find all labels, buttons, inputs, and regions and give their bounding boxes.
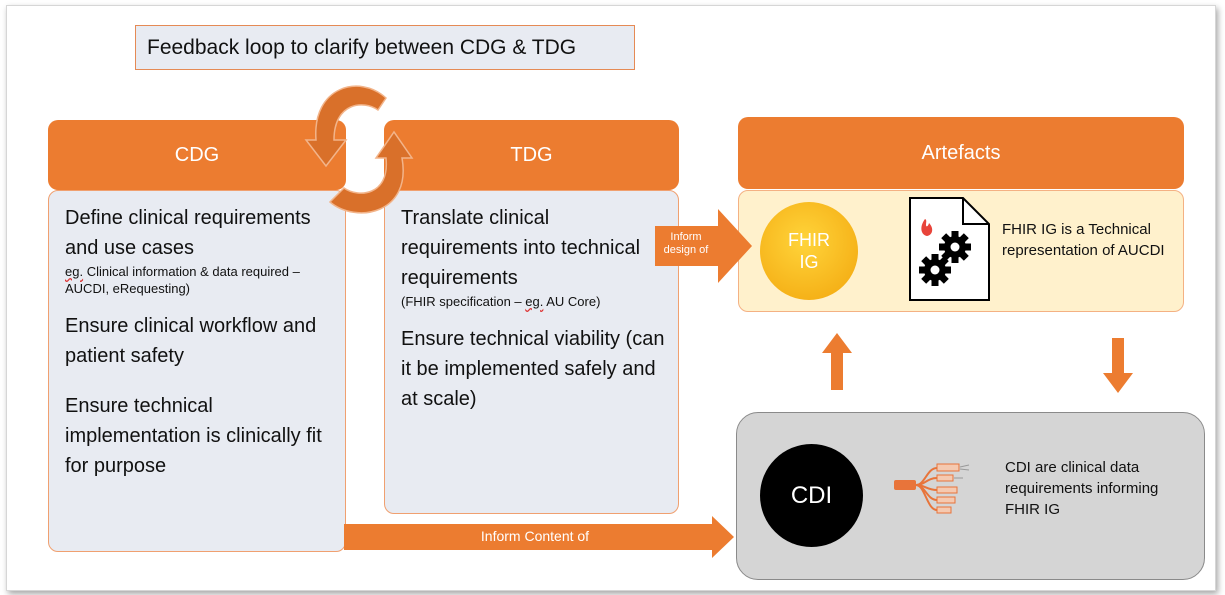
document-gears-icon [909, 197, 990, 301]
inform-design-label: Inform design of [663, 231, 709, 256]
cdg-item-technical: Ensure technical implementation is clini… [65, 395, 322, 477]
fhir-ig-circle-label: FHIR IG [788, 230, 830, 272]
feedback-loop-box: Feedback loop to clarify between CDG & T… [135, 25, 635, 70]
cycle-arrows-icon [304, 85, 414, 214]
inform-design-arrow [655, 209, 752, 283]
inform-content-label: Inform Content of [480, 528, 590, 544]
gear-icon [919, 254, 951, 286]
cdi-description: CDI are clinical data requirements infor… [1005, 459, 1159, 518]
cdg-title: CDG [174, 143, 220, 166]
tdg-item-viability: Ensure technical viability (can it be im… [401, 328, 665, 410]
cdg-panel: Define clinical requirements and use cas… [48, 190, 346, 552]
tdg-item-translate-note: (FHIR specification – eg. AU Core) [401, 293, 668, 310]
cdg-item-define: Define clinical requirements and use cas… [65, 207, 311, 259]
feedback-loop-label: Feedback loop to clarify between CDG & T… [147, 35, 577, 59]
inform-content-arrow [344, 516, 734, 558]
flame-icon [921, 219, 933, 236]
eg-abbrev: eg. [65, 264, 84, 279]
mindmap-thumbnail-icon [894, 463, 970, 514]
tdg-note-prefix: (FHIR specification – [401, 294, 526, 309]
cdg-item-workflow: Ensure clinical workflow and patient saf… [65, 315, 317, 367]
gear-icon [939, 231, 971, 263]
cdg-note-text: Clinical information & data required – A… [65, 264, 300, 296]
cdi-circle: CDI [760, 444, 863, 547]
down-arrow [1103, 338, 1133, 393]
cdi-circle-label: CDI [790, 481, 833, 509]
fhir-ig-description: FHIR IG is a Technical representation of… [1002, 221, 1165, 259]
tdg-note-rest: AU Core) [543, 294, 601, 309]
artefacts-header: Artefacts [738, 117, 1184, 189]
tdg-panel: Translate clinical requirements into tec… [384, 190, 679, 514]
artefacts-title: Artefacts [921, 141, 1001, 164]
cdg-item-define-note: eg. Clinical information & data required… [65, 263, 335, 297]
fhir-ig-circle: FHIR IG [760, 202, 858, 300]
tdg-item-translate: Translate clinical requirements into tec… [401, 207, 641, 289]
tdg-header: TDG [384, 120, 679, 190]
cdg-header: CDG [48, 120, 346, 190]
eg-abbrev: eg. [525, 294, 544, 309]
up-arrow [822, 333, 852, 390]
tdg-title: TDG [510, 143, 553, 166]
